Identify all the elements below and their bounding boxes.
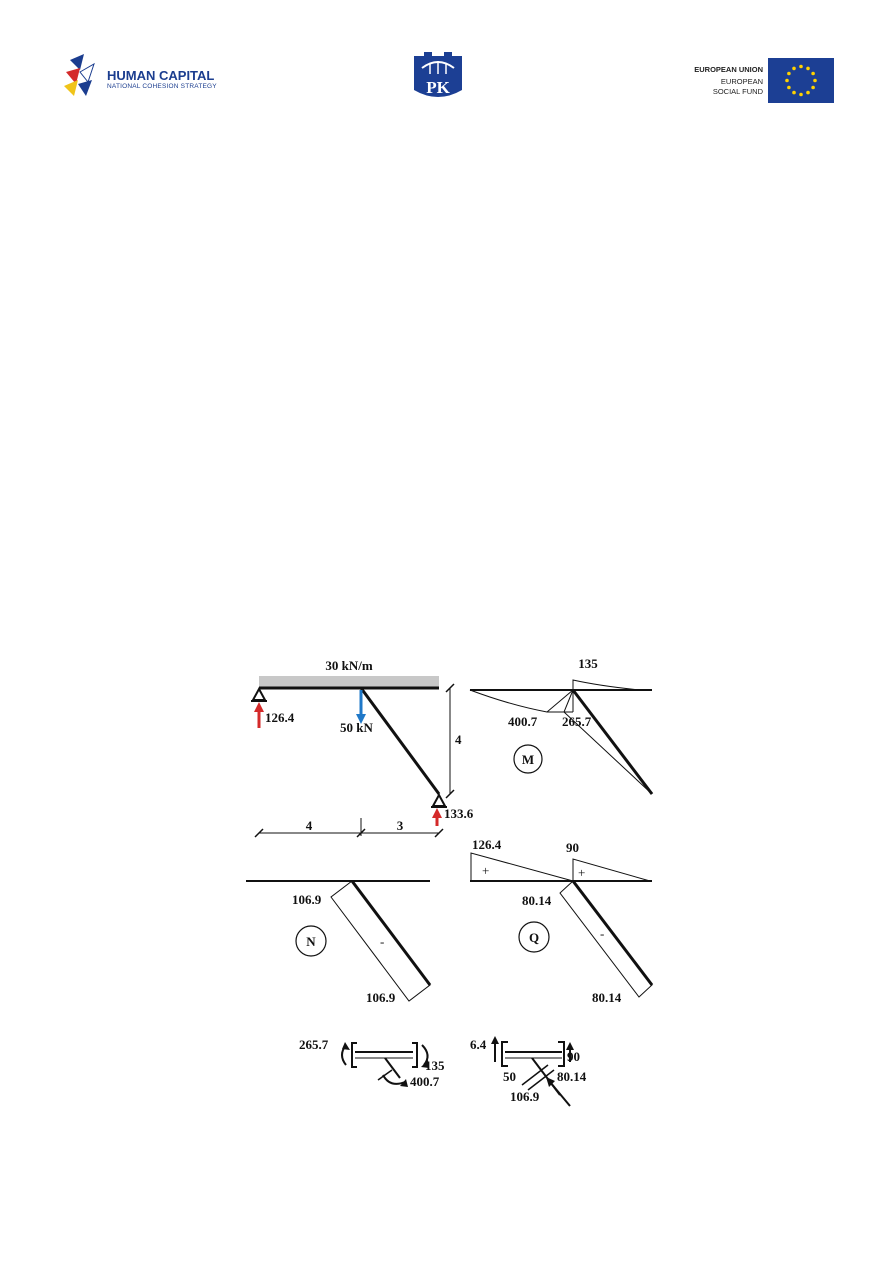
reaction-left-label: 126.4 (265, 710, 295, 725)
force-arrow-icon (491, 1036, 499, 1062)
shear-symbol-circle (518, 921, 550, 953)
distributed-load-label: 30 kN/m (325, 658, 372, 673)
dimension-right-label: 3 (397, 818, 404, 833)
shear-sign-diag: - (600, 926, 604, 941)
inclined-strut (359, 687, 441, 795)
shear-diag-top-label: 80.14 (522, 893, 552, 908)
distributed-load-band (259, 676, 439, 688)
force-bracket-left (501, 1041, 508, 1067)
joint-force-a-label: 6.4 (470, 1037, 487, 1052)
eu-star-icon (787, 71, 791, 76)
normal-top-label: 106.9 (292, 892, 322, 907)
eu-star-icon (787, 85, 791, 90)
moment-bracket-left (351, 1042, 357, 1068)
moment-right-label: 265.7 (562, 714, 592, 729)
eu-european-label: EUROPEAN (720, 77, 763, 86)
force-arrow-icon (566, 1042, 574, 1062)
human-capital-emblem-icon (64, 54, 95, 96)
reaction-arrow-icon (432, 808, 442, 826)
moment-symbol-circle (513, 744, 543, 774)
normal-symbol: N (306, 934, 316, 949)
eu-star-icon (792, 66, 796, 71)
normal-force-diagram: - 106.9 106.9 N (246, 880, 432, 1005)
shear-mid-label: 90 (566, 840, 579, 855)
pin-support-icon (431, 792, 447, 808)
eu-star-icon (811, 85, 815, 90)
joint-force-c-label: 50 (503, 1069, 516, 1084)
shear-force-diagram: + + - 126.4 90 80.14 80.14 Q (470, 837, 654, 1005)
reaction-right-label: 133.6 (444, 806, 474, 821)
moment-left-label: 400.7 (508, 714, 538, 729)
shear-sign-left: + (482, 863, 489, 878)
joint-force-d-label: 80.14 (557, 1069, 587, 1084)
joint-moment-equilibrium: 265.7 135 400.7 (299, 1037, 445, 1089)
pk-crest-text: PK (426, 78, 450, 97)
eu-star-icon (806, 90, 810, 95)
load-arrow-icon (356, 690, 366, 724)
eu-social-fund-logo: EUROPEAN UNION EUROPEAN SOCIAL FUND (680, 50, 835, 110)
eu-social-fund-label: SOCIAL FUND (712, 87, 763, 96)
normal-symbol-circle (295, 925, 327, 957)
joint-moment-b-label: 135 (425, 1058, 445, 1073)
eu-star-icon (806, 66, 810, 71)
eu-star-icon (799, 64, 803, 69)
moment-arc-icon (382, 1074, 406, 1085)
moment-diagram: 135 400.7 265.7 M (469, 656, 654, 795)
force-bracket-right (558, 1041, 565, 1067)
force-arrow-icon (546, 1077, 571, 1107)
pk-crest-logo: PK (412, 50, 464, 110)
joint-force-equilibrium: 6.4 90 50 80.14 106.9 (470, 1036, 587, 1107)
dimension-left-label: 4 (306, 818, 313, 833)
joint-moment-a-label: 265.7 (299, 1037, 329, 1052)
joint-moment-c-label: 400.7 (410, 1074, 440, 1089)
human-capital-subtitle: NATIONAL COHESION STRATEGY (107, 83, 217, 90)
pk-crest-icon: PK (414, 52, 462, 97)
moment-symbol: M (522, 752, 534, 767)
reaction-arrow-icon (254, 702, 264, 728)
human-capital-logo: HUMAN CAPITAL NATIONAL COHESION STRATEGY (62, 50, 242, 110)
shear-sign-right: + (578, 865, 585, 880)
joint-force-e-label: 106.9 (510, 1089, 540, 1104)
point-load-label: 50 kN (340, 720, 373, 735)
eu-star-icon (813, 78, 817, 83)
joint-force-b-label: 90 (567, 1049, 580, 1064)
human-capital-title: HUMAN CAPITAL (107, 68, 215, 83)
dimension-height-label: 4 (455, 732, 462, 747)
eu-union-label: EUROPEAN UNION (694, 65, 763, 74)
normal-bottom-label: 106.9 (366, 990, 396, 1005)
eu-star-icon (792, 90, 796, 95)
shear-left-label: 126.4 (472, 837, 502, 852)
eu-star-icon (811, 71, 815, 76)
eu-flag-icon (768, 58, 834, 103)
eu-star-icon (785, 78, 789, 83)
moment-top-label: 135 (578, 656, 598, 671)
normal-sign: - (380, 934, 384, 949)
pin-support-icon (251, 686, 267, 702)
moment-bracket-right (412, 1042, 418, 1068)
shear-symbol: Q (529, 930, 539, 945)
structure-panel: 30 kN/m 126.4 133.6 50 kN (251, 658, 474, 838)
eu-star-icon (799, 92, 803, 97)
shear-diag-bottom-label: 80.14 (592, 990, 622, 1005)
